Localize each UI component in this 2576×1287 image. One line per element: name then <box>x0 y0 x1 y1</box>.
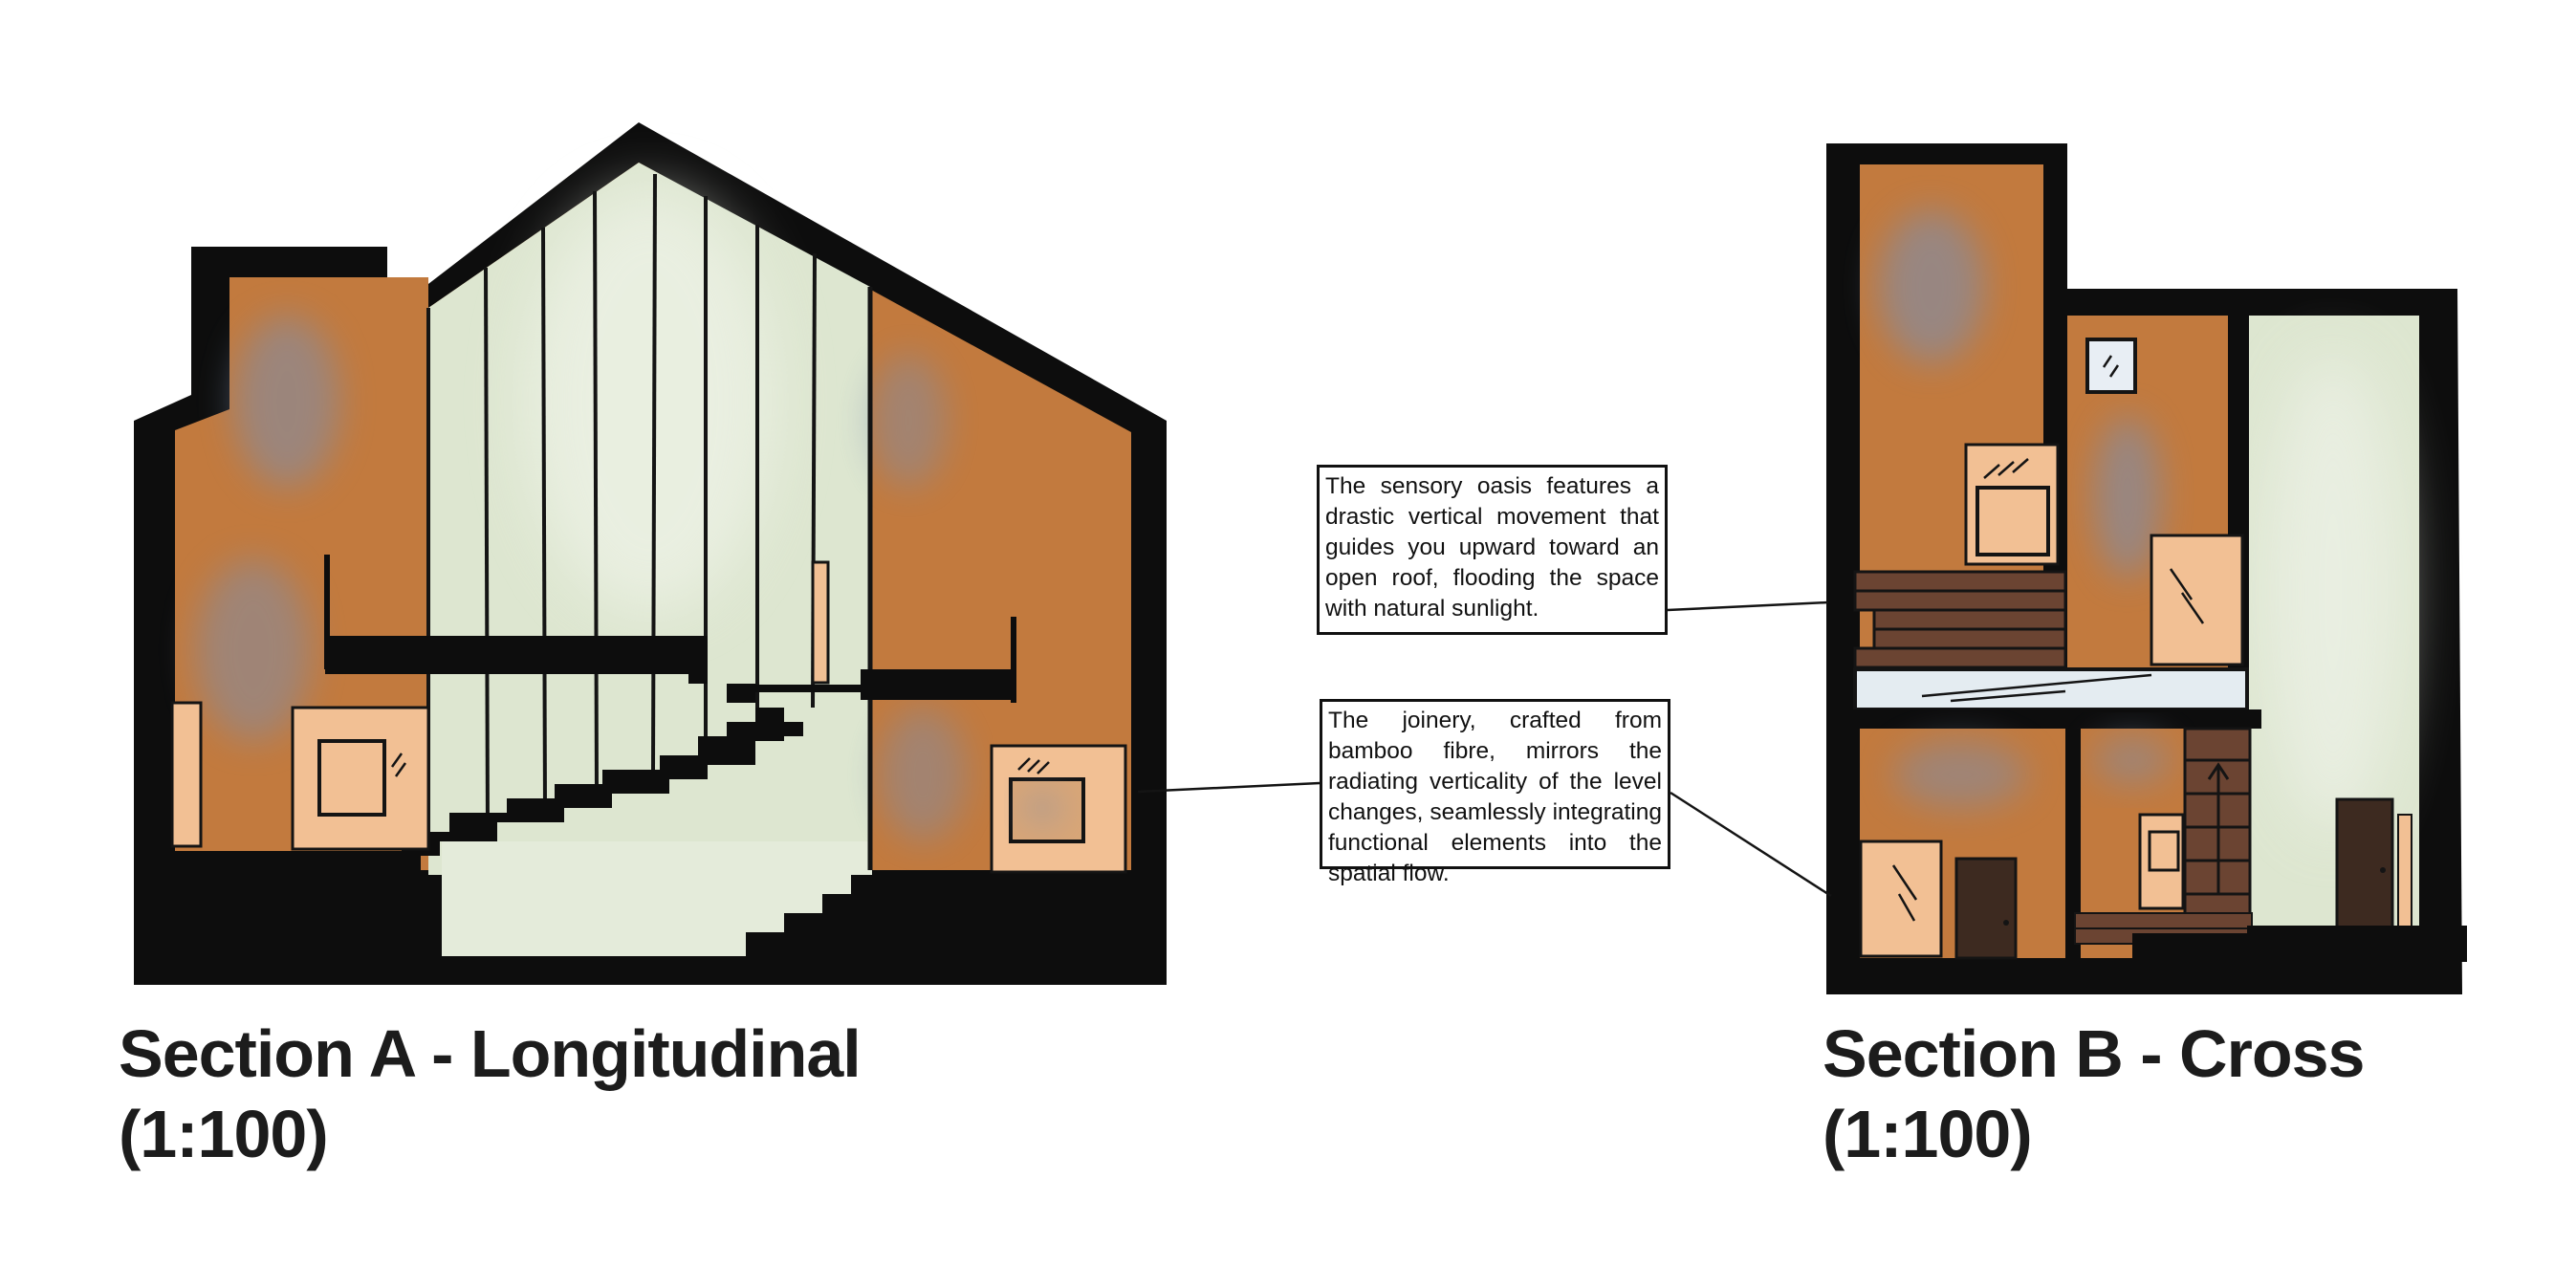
callout-leader-lines <box>1137 600 1832 898</box>
callout-joinery: The joinery, crafted from bamboo fibre, … <box>1320 699 1670 886</box>
section-b-title-scale: (1:100) <box>1823 1097 2033 1171</box>
section-b-joinery-small <box>2138 813 2185 910</box>
section-a-lower-floor-right <box>746 870 1131 985</box>
section-b-drawing <box>1826 143 2467 994</box>
section-b-door-right <box>2335 797 2394 929</box>
section-b-stair-treads <box>1853 570 2067 669</box>
section-a-title: Section A - Longitudinal (1:100) <box>119 1014 862 1174</box>
section-a-title-name: Section A - Longitudinal <box>119 1016 862 1091</box>
section-a-drawing <box>134 122 1167 985</box>
section-a-joinery-tall-left <box>170 701 203 848</box>
section-a-lower-floor-left <box>175 851 442 985</box>
section-a-joinery-cabinet <box>291 706 430 851</box>
section-b-title-name: Section B - Cross <box>1823 1016 2365 1091</box>
section-b-window <box>2085 338 2137 394</box>
section-b-door-left <box>1954 857 2018 960</box>
section-a-joinery-post <box>811 560 830 685</box>
section-b-glass-balustrade <box>1853 667 2249 711</box>
callout-sensory-oasis: The sensory oasis features a drastic ver… <box>1317 465 1668 635</box>
section-a-vertical-fins <box>426 173 873 870</box>
section-b-title: Section B - Cross (1:100) <box>1823 1014 2365 1174</box>
section-a-title-scale: (1:100) <box>119 1097 329 1171</box>
section-b-joinery-tall <box>2150 534 2244 666</box>
section-a-stair <box>402 660 803 856</box>
section-b-stair-core <box>2183 727 2252 922</box>
section-a-mezzanine-slab <box>325 636 708 674</box>
